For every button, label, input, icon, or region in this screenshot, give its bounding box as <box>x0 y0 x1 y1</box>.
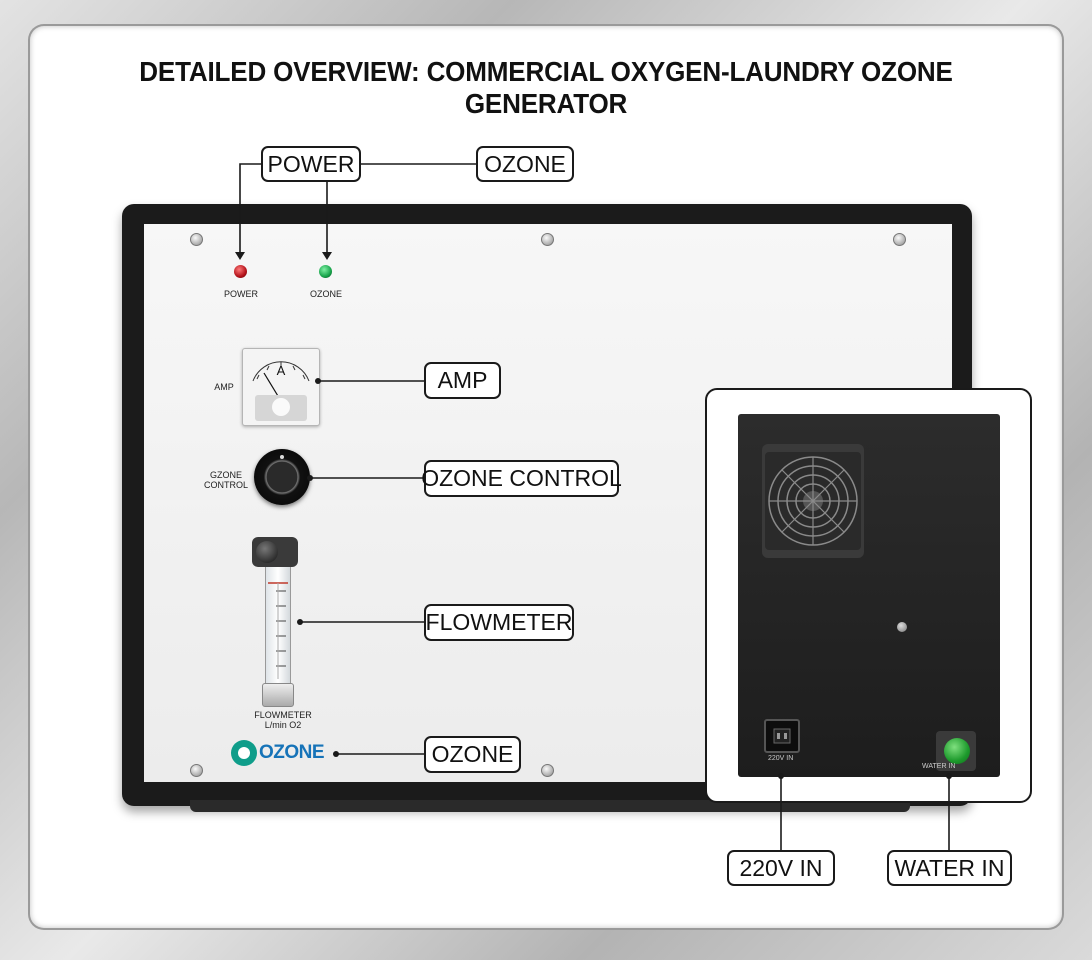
ozone-logo-icon <box>231 740 257 766</box>
ozone-lamp-icon <box>319 265 332 278</box>
ozone-control-panel-label: GZONE CONTROL <box>201 470 251 490</box>
knob-indicator <box>280 455 284 459</box>
ozone-control-knob[interactable] <box>254 449 310 505</box>
flowmeter-tube <box>265 560 291 692</box>
callout-ozone-control: OZONE CONTROL <box>421 460 622 497</box>
ammeter: A <box>242 348 320 426</box>
ozone-logo: OZONE <box>231 740 325 766</box>
callout-ozone-logo: OZONE <box>424 736 521 773</box>
ammeter-dial-icon <box>252 361 310 421</box>
inlet-label: WATER IN <box>922 763 956 770</box>
flowmeter-scale-icon <box>268 582 288 679</box>
callout-ozone-indicator: OZONE <box>476 146 574 182</box>
flowmeter-panel-label: FLOWMETER L/min O2 <box>250 710 316 730</box>
flowmeter-label-line2: L/min O2 <box>264 720 302 730</box>
power-lamp-label: POWER <box>223 289 258 299</box>
screw-icon <box>541 233 554 246</box>
screw-icon <box>541 764 554 777</box>
fan-grille-icon <box>762 444 864 558</box>
flowmeter-label-line1: FLOWMETER <box>254 710 312 720</box>
callout-amp: AMP <box>424 362 501 399</box>
callout-flowmeter: FLOWMETER <box>424 604 574 641</box>
case-foot <box>190 800 910 812</box>
ozone-lamp-label: OZONE <box>309 289 342 299</box>
ozone-control-label-line2: CONTROL <box>203 480 248 490</box>
meter-unit: A <box>276 363 286 378</box>
callout-water-in: WATER IN <box>887 850 1012 886</box>
flowmeter-base <box>262 683 294 707</box>
power-lamp-icon <box>234 265 247 278</box>
flowmeter-valve-knob[interactable] <box>256 541 278 563</box>
callout-power: POWER <box>261 146 361 182</box>
screw-icon <box>190 233 203 246</box>
rear-bolt-icon <box>897 622 907 632</box>
ozone-control-label-line1: GZONE <box>209 470 242 480</box>
fan-grille-graphic <box>765 452 861 550</box>
power-socket-icon[interactable] <box>764 719 800 753</box>
socket-label: 220V IN <box>768 755 794 762</box>
socket-pins <box>773 728 791 744</box>
callout-220v-in: 220V IN <box>727 850 835 886</box>
diagram-title: DETAILED OVERVIEW: COMMERCIAL OXYGEN-LAU… <box>139 56 953 119</box>
screw-icon <box>190 764 203 777</box>
amp-panel-label: AMP <box>214 382 234 392</box>
water-inlet-icon[interactable] <box>944 738 970 764</box>
screw-icon <box>893 233 906 246</box>
ozone-logo-text: OZONE <box>259 742 325 763</box>
